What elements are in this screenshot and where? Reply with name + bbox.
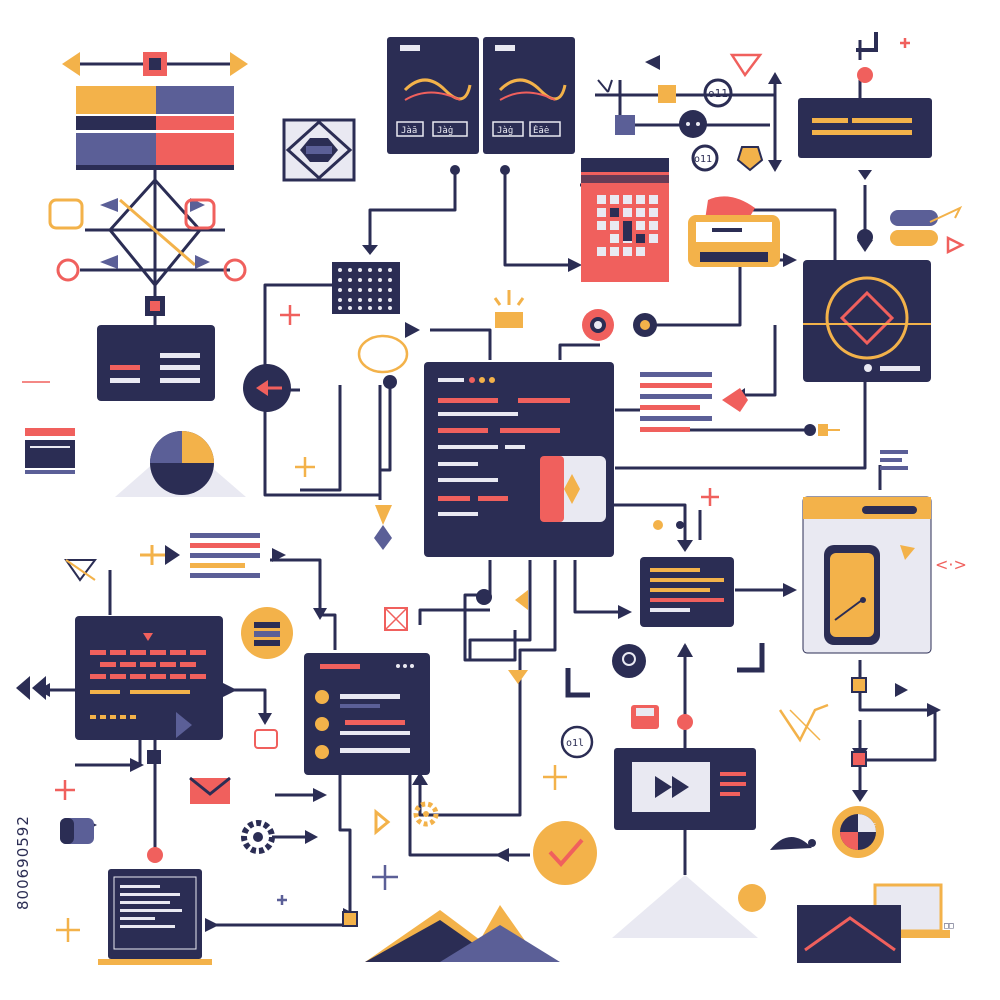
laptop-icon — [98, 869, 358, 965]
side-id-text: 800690592 — [14, 815, 32, 910]
double-arrow-icon — [62, 52, 248, 76]
video-player-icon — [614, 748, 756, 830]
node-label-top: o11 — [708, 87, 728, 100]
layers-stack-icon — [76, 86, 234, 170]
dot-matrix-icon — [332, 262, 400, 314]
turtle-icon — [770, 836, 816, 850]
node-label-bottom: o1l — [566, 738, 584, 749]
diamond-target-icon — [803, 260, 931, 382]
stack-circle-icon — [241, 607, 293, 659]
right-middle-symbols: o1l — [560, 643, 829, 759]
envelope-icon — [189, 776, 231, 804]
code-label-a1: Jàā — [401, 126, 417, 136]
header-card-right — [798, 32, 932, 180]
pie-chart-icon — [115, 431, 246, 497]
lightbulb-icon — [493, 290, 525, 328]
rewind-icon — [243, 364, 291, 412]
monitor-tag: □□ — [944, 921, 954, 930]
cylinder-icon — [60, 818, 94, 844]
hexagon-emblem-icon — [282, 118, 356, 182]
code-label-b2: Ėāė — [533, 125, 549, 136]
node-label-mid: o11 — [694, 154, 712, 165]
code-label-a2: Jàġ — [437, 126, 453, 136]
small-code-card — [640, 520, 734, 627]
pie-badge-label: øif — [860, 823, 876, 833]
top-right-nodes: o11 o11 — [597, 53, 782, 172]
tree-branch-network — [80, 170, 230, 300]
pie-badge-icon: øif — [832, 806, 884, 858]
code-label-b1: Jàġ — [497, 126, 513, 136]
code-tag-label: <·> — [935, 555, 967, 574]
bar-stack-icon — [22, 381, 75, 474]
center-nodes — [357, 309, 657, 550]
phone-card-icon — [802, 496, 932, 654]
right-column-nodes — [851, 677, 908, 767]
code-tag-icon: <·> — [935, 555, 967, 574]
code-panel-icon: Jàā Jàġ Jàġ Ėāė — [387, 37, 575, 154]
left-dashboard-icon — [16, 616, 278, 764]
flag-icon — [880, 450, 908, 470]
monitor-icon: □□ — [738, 883, 954, 963]
center-list-card — [304, 653, 430, 775]
grid-calendar-icon — [581, 158, 669, 282]
check-circle-icon — [533, 821, 597, 885]
branch-node-icons — [48, 198, 247, 316]
printer-icon — [688, 196, 780, 267]
triangle-base — [612, 875, 758, 938]
gear-icon — [241, 801, 439, 854]
side-id-watermark: 800690592 — [14, 815, 32, 910]
main-dashboard-icon — [424, 362, 614, 557]
mountain-icon — [365, 905, 560, 962]
plus-marks — [55, 38, 910, 942]
small-node-dots — [147, 165, 684, 863]
right-list-icon — [640, 372, 840, 436]
center-bottom-misc — [374, 589, 528, 836]
list-card-left — [97, 325, 215, 401]
left-list-icon — [64, 533, 286, 582]
pill-stack-icon — [857, 205, 965, 255]
